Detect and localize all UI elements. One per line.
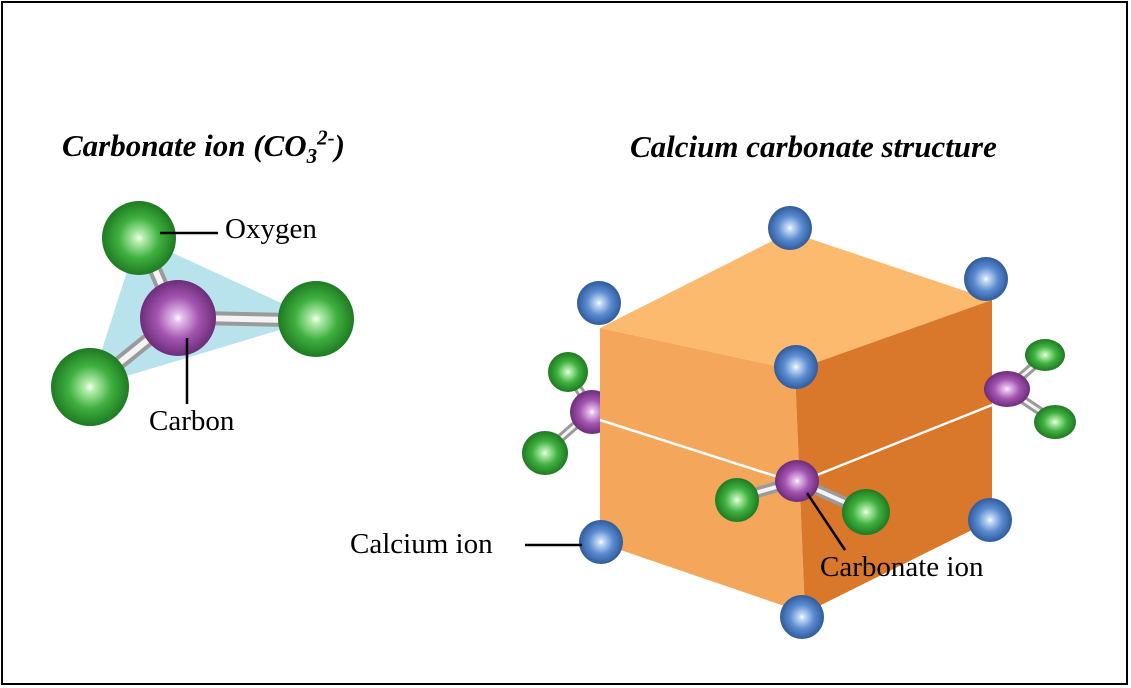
- carbonate-ion-model: [51, 201, 354, 426]
- carbon-atom: [775, 460, 819, 502]
- oxygen-label: Oxygen: [225, 213, 317, 245]
- carbonate-group-front: [715, 460, 890, 535]
- calcium-ion: [579, 520, 623, 564]
- calcium-ion: [577, 281, 621, 325]
- lattice-line: [796, 403, 993, 485]
- carbonate-ion-title: Carbonate ion (CO32-): [62, 125, 345, 169]
- carbonate-ion-label: Carbonate ion: [820, 551, 984, 583]
- title-superscript: 2-: [317, 125, 335, 150]
- oxygen-atom: [278, 281, 354, 357]
- title-subscript: 3: [306, 144, 318, 169]
- calcium-ion-label: Calcium ion: [350, 528, 493, 560]
- cube-top-face: [600, 232, 992, 370]
- lattice-line: [599, 418, 798, 485]
- cube-left-face: [600, 328, 805, 613]
- calcium-ion: [968, 498, 1012, 542]
- carbon-label: Carbon: [149, 405, 235, 437]
- cube-right-face: [795, 300, 992, 613]
- oxygen-atom: [102, 201, 176, 275]
- oxygen-atom: [1025, 339, 1065, 371]
- oxygen-atom: [51, 348, 129, 426]
- calcium-ion: [774, 345, 818, 389]
- calcium-carbonate-title: Calcium carbonate structure: [630, 129, 997, 164]
- calcium-ion: [780, 595, 824, 639]
- oxygen-atom: [715, 478, 759, 522]
- carbon-atom: [984, 371, 1030, 407]
- calcium-ion: [964, 257, 1008, 301]
- oxygen-atom: [842, 489, 890, 535]
- calcium-ion: [768, 206, 812, 250]
- carbonate-group-right: [984, 339, 1076, 439]
- oxygen-atom: [548, 352, 588, 392]
- calcium-carbonate-model: [522, 206, 1076, 639]
- oxygen-atom: [1034, 405, 1076, 439]
- carbonate-leader-line: [805, 492, 847, 551]
- oxygen-atom: [522, 431, 568, 475]
- carbon-atom: [140, 280, 216, 356]
